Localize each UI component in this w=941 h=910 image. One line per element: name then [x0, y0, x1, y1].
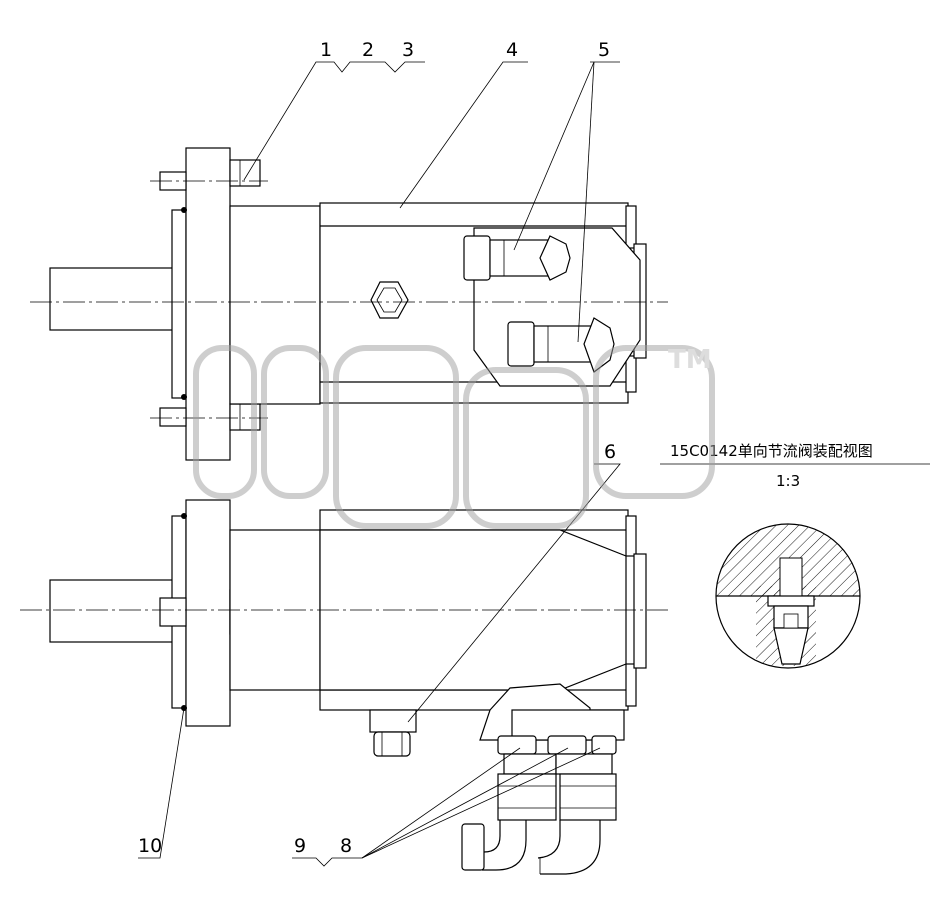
watermark-logo	[193, 345, 715, 529]
callout-8: 8	[340, 835, 352, 857]
callout-2: 2	[362, 39, 374, 61]
elbow-fittings	[461, 820, 601, 875]
drain-plug	[369, 709, 417, 757]
lower-end-cover	[633, 553, 647, 669]
leader-lines	[138, 61, 930, 867]
upper-shaft	[49, 267, 175, 331]
upper-flange	[185, 147, 231, 461]
lower-flange	[185, 499, 231, 727]
watermark: TM	[193, 345, 715, 529]
callout-9: 9	[294, 835, 306, 857]
detail-view-scale: 1:3	[776, 472, 800, 490]
upper-pump-body	[229, 205, 321, 405]
detail-view: 15C0142单向节流阀装配视图 1:3	[670, 442, 873, 669]
lower-shaft	[49, 579, 175, 643]
trademark-mark: TM	[668, 345, 712, 375]
callout-labels: 1 2 3 4 5 6 10 9 8	[138, 39, 616, 857]
upper-pump	[30, 147, 668, 461]
callout-1: 1	[320, 39, 332, 61]
upper-fitting	[463, 235, 571, 281]
fitting-nuts	[497, 735, 617, 821]
center-hex-nut	[370, 281, 409, 319]
callout-4: 4	[506, 39, 518, 61]
callout-3: 3	[402, 39, 414, 61]
lower-pump	[20, 499, 668, 875]
lower-pump-body	[229, 529, 321, 691]
lower-bolt-stud	[159, 407, 187, 427]
callout-6: 6	[604, 441, 616, 463]
detail-view-title: 15C0142单向节流阀装配视图	[670, 442, 873, 460]
upper-flange-plate	[171, 209, 187, 399]
callout-5: 5	[598, 39, 610, 61]
detail-circle	[715, 523, 861, 669]
callout-10: 10	[138, 835, 162, 857]
upper-bolt-nut	[229, 159, 261, 187]
